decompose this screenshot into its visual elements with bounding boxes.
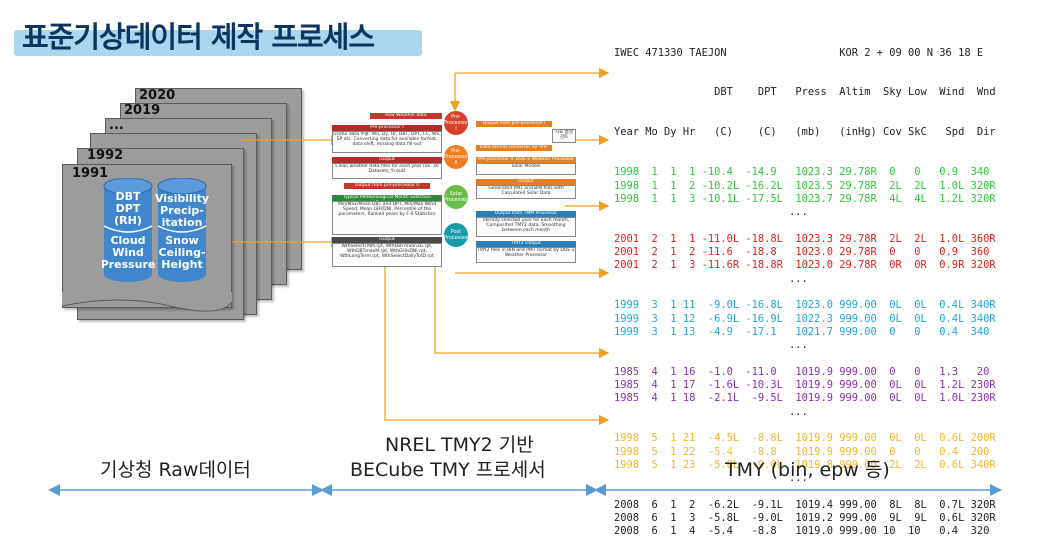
- tmy-row: 1998 1 1 1 -10.4 -14.9 1023.3 29.78R 0 0…: [614, 166, 990, 179]
- fc-pre1-body: Useful data 추출: Wn, Dy, Hr, DBT, DPT, CC…: [332, 131, 442, 153]
- cyl-label: Pressure: [102, 258, 155, 271]
- tmy-row: 1985 4 1 17 -1.6L -10.3L 1019.9 999.00 0…: [614, 379, 996, 392]
- tmy-row: 2008 6 1 3 -5.8L -9.0L 1019.2 999.00 9L …: [614, 511, 996, 524]
- pre-processor-1-icon: Pre-Processor I: [444, 111, 468, 135]
- solar-processor-icon: Solar Processor: [444, 185, 468, 209]
- becube-flowchart: Raw Weather data Pre-processor I Useful …: [330, 103, 586, 275]
- tmy-row: 1998 5 1 21 -4.5L -8.8L 1019.9 999.00 0L…: [614, 432, 996, 445]
- tmy-row: 1999 3 1 13 -4.9 -17.1 1021.7 999.00 0 0…: [614, 325, 990, 338]
- arrow-to-group-6: [384, 265, 610, 426]
- label-nrel: NREL TMY2 기반: [385, 434, 534, 456]
- arrow-to-group-5: [434, 260, 610, 359]
- tmy-row: 1999 3 1 12 -6.9L -16.9L 1022.3 999.00 0…: [614, 312, 996, 325]
- year-label: 1991: [72, 166, 109, 181]
- cyl-label: (RH): [114, 214, 142, 227]
- cyl-label: itation: [162, 216, 203, 229]
- label-becube: BECube TMY 프로세서: [350, 459, 546, 481]
- pre-processor-2-icon: Pre-Processor II: [444, 145, 468, 169]
- title-highlight: [14, 30, 422, 56]
- cyl-label: Precip-: [160, 204, 204, 217]
- fc-data-format: Data format converter for Pre-processor …: [476, 145, 552, 156]
- cyl-label: Wind: [112, 246, 144, 259]
- tmy-listing: IWEC 471330 TAEJON KOR 2 + 09 00 N 36 18…: [614, 20, 996, 538]
- tmy-row: 2001 2 1 1 -11.0L -18.8L 1023.3 29.78R 2…: [614, 232, 996, 245]
- tmy-header-line: DBT DPT Press Altim Sky Low Wind Wnd: [614, 86, 996, 99]
- tmy-row: 1998 5 1 22 -5.4 -8.8 1019.9 999.00 0 0 …: [614, 445, 990, 458]
- tmy-row: 2001 2 1 3 -11.6R -18.8R 1023.0 29.78R 0…: [614, 259, 996, 272]
- fc-files: WthSelectTMM.rpt, WthDBTmean3G.rpt, WthD…: [332, 243, 442, 267]
- year-label: ...: [109, 118, 124, 133]
- tmy-header-line: IWEC 471330 TAEJON KOR 2 + 09 00 N 36 18…: [614, 46, 984, 59]
- fc-tmm-body: Identify selected year for each month, C…: [476, 217, 576, 237]
- cylinder-icon-left: [103, 178, 153, 282]
- year-label: 2020: [139, 88, 176, 103]
- post-processor-icon: Post Processor: [444, 223, 468, 247]
- cyl-label: Snow: [165, 234, 198, 247]
- data-cylinders: DBT DPT (RH) Cloud Wind Pressure Visibil…: [102, 178, 209, 282]
- label-tmy: TMY (bin, epw 등): [725, 459, 890, 481]
- fc-clean: Clean weather data files for each year (…: [332, 163, 442, 179]
- tmy-row: 1985 4 1 18 -2.1L -9.5L 1019.9 999.00 0L…: [614, 392, 996, 405]
- fc-qc: 자료 품질 검토: [552, 129, 576, 143]
- label-raw-data: 기상청 Raw데이터: [100, 459, 251, 481]
- tmy-row: 1998 1 1 2 -10.2L -16.2L 1023.5 29.78R 2…: [614, 179, 996, 192]
- fc-tmy2-out: TMY2 Output: [476, 241, 576, 247]
- tmy-row: 1999 3 1 11 -9.0L -16.8L 1023.0 999.00 0…: [614, 299, 996, 312]
- tmy-row: 1998 5 1 23 -5.8L -9.0L 1019.8 999.00 2L…: [614, 458, 996, 471]
- page-curl: [61, 292, 233, 312]
- fc-pre-from: Output from pre-processor I: [476, 121, 552, 127]
- bottom-axis: [48, 484, 1002, 496]
- tmy-row: 1985 4 1 16 -1.0 -11.0 1019.9 999.00 0 0…: [614, 365, 990, 378]
- cyl-label: Cloud: [110, 234, 145, 247]
- fc-output-2: Output: [332, 237, 442, 243]
- fc-tmy2-files: TMY2 files in BIN and PMT format by DOE-…: [476, 247, 576, 263]
- tmy-ellipsis: ...: [789, 272, 808, 285]
- cyl-label: DBT: [115, 190, 141, 203]
- fc-generated: Generated PMT and BIN files with Calcula…: [476, 185, 576, 199]
- fc-typical-body: Min/Max/Mean DBT and DPT, Min/Max Wind S…: [332, 201, 442, 235]
- tmy-row: 2008 6 1 4 -5.4 -8.8 1019.0 999.00 10 10…: [614, 525, 990, 538]
- fc-tmm-from: Output from TMM Processor: [476, 211, 576, 217]
- tmy-ellipsis: ...: [789, 405, 808, 418]
- tmy-ellipsis: ...: [789, 339, 808, 352]
- tmy-row: 1998 1 1 3 -10.1L -17.5L 1023.7 29.78R 4…: [614, 192, 996, 205]
- year-label: 1992: [87, 148, 124, 163]
- tmy-ellipsis: ...: [789, 472, 808, 485]
- cylinder-icon-right: [157, 178, 207, 282]
- fc-pre2-label: Pre-processor II: DOE-2 Weather Processo…: [476, 157, 576, 163]
- fc-output-pre2: Output from pre-processor II: [344, 183, 430, 189]
- tmy-header-line: Year Mo Dy Hr (C) (C) (mb) (inHg) Cov Sk…: [614, 126, 996, 139]
- fc-output-1: Output: [332, 157, 442, 163]
- fc-pre1: Pre-processor I: [332, 125, 442, 131]
- page-title: 표준기상데이터 제작 프로세스: [22, 20, 375, 54]
- cyl-label: DPT: [116, 202, 141, 215]
- tmy-row: 2008 6 1 2 -6.2L -9.1L 1019.4 999.00 8L …: [614, 498, 996, 511]
- tmy-row: 2001 2 1 2 -11.6 -18.8 1023.0 29.78R 0 0…: [614, 246, 990, 259]
- cyl-label: Visibility: [155, 192, 209, 205]
- fc-output-3: Output: [476, 179, 576, 185]
- cyl-label: Ceiling-: [158, 246, 205, 259]
- cyl-label: Height: [161, 258, 202, 271]
- fc-solar: Solar Models: [476, 163, 576, 175]
- year-label: 2019: [124, 103, 161, 118]
- fc-raw: Raw Weather data: [370, 113, 442, 119]
- tmy-ellipsis: ...: [789, 206, 808, 219]
